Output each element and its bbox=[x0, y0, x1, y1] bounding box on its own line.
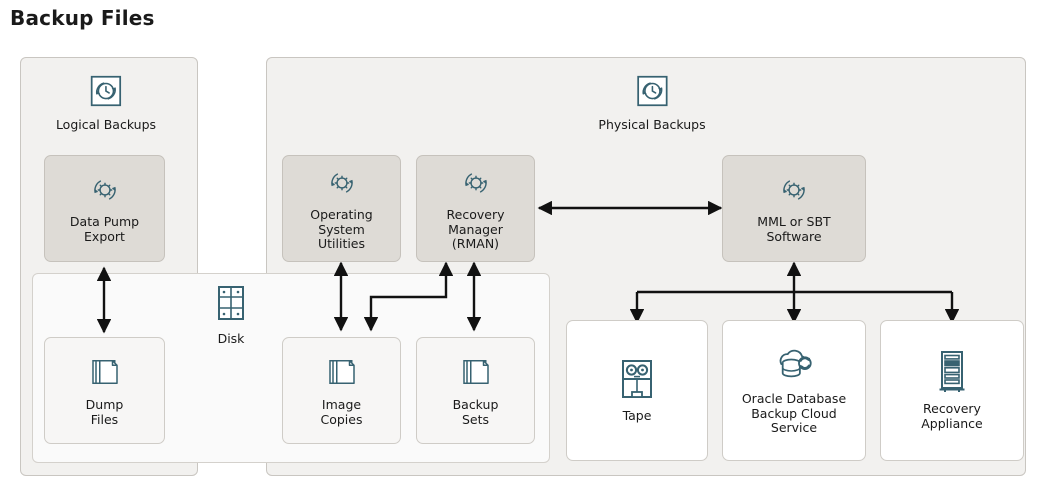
node-dump-files[interactable]: Dump Files bbox=[44, 337, 165, 444]
node-mml-or-sbt-software[interactable]: MML or SBT Software bbox=[722, 155, 866, 262]
gear-refresh-icon bbox=[88, 173, 122, 211]
node-label-line1: Recovery bbox=[923, 401, 981, 417]
clock-refresh-icon bbox=[633, 72, 671, 114]
node-label-line3: Service bbox=[770, 420, 818, 435]
node-label-line1: Operating bbox=[310, 207, 373, 222]
clock-refresh-icon bbox=[87, 72, 125, 114]
node-label-line1: Recovery bbox=[446, 207, 505, 222]
node-oracle-database-backup-cloud-service[interactable]: Oracle Database Backup Cloud Service bbox=[722, 320, 866, 461]
cloud-database-icon bbox=[772, 346, 816, 388]
node-label-line2: Export bbox=[84, 228, 125, 244]
node-label-line2: Appliance bbox=[921, 415, 983, 431]
node-label-line3: Utilities bbox=[317, 236, 366, 251]
logical-backups-label: Logical Backups bbox=[55, 117, 157, 132]
node-recovery-manager-rman[interactable]: Recovery Manager (RMAN) bbox=[416, 155, 535, 262]
node-data-pump-export[interactable]: Data Pump Export bbox=[44, 155, 165, 262]
node-recovery-appliance[interactable]: Recovery Appliance bbox=[880, 320, 1024, 461]
node-backup-sets[interactable]: Backup Sets bbox=[416, 337, 535, 444]
gear-refresh-icon bbox=[777, 173, 811, 211]
node-label-line1: Tape bbox=[622, 407, 652, 423]
node-label-line2: Software bbox=[766, 228, 822, 244]
node-label-line1: MML or SBT bbox=[757, 214, 831, 230]
logical-backups-header: Logical Backups bbox=[56, 72, 156, 132]
server-rack-icon bbox=[937, 350, 967, 398]
node-label-line1: Image bbox=[321, 397, 362, 413]
node-image-copies[interactable]: Image Copies bbox=[282, 337, 401, 444]
physical-backups-header: Physical Backups bbox=[598, 72, 706, 132]
node-label-line2: Files bbox=[90, 411, 119, 427]
node-operating-system-utilities[interactable]: Operating System Utilities bbox=[282, 155, 401, 262]
disk-header: Disk bbox=[216, 284, 246, 346]
node-label-line2: Manager bbox=[448, 221, 503, 237]
node-label-line1: Backup bbox=[452, 397, 499, 413]
documents-stack-icon bbox=[458, 354, 494, 394]
node-label-line2: System bbox=[318, 221, 365, 237]
node-label-line1: Data Pump bbox=[69, 214, 140, 230]
page-title: Backup Files bbox=[10, 6, 155, 30]
disk-label: Disk bbox=[217, 331, 245, 346]
tape-drive-icon bbox=[620, 358, 654, 404]
gear-refresh-icon bbox=[325, 166, 359, 204]
node-label-line1: Dump bbox=[85, 397, 124, 413]
node-label-line1: Oracle Database bbox=[741, 391, 847, 406]
disk-icon bbox=[216, 284, 246, 328]
documents-stack-icon bbox=[324, 354, 360, 394]
node-label-line3: (RMAN) bbox=[451, 236, 500, 251]
node-label-line2: Copies bbox=[320, 411, 363, 427]
gear-refresh-icon bbox=[459, 166, 493, 204]
documents-stack-icon bbox=[87, 354, 123, 394]
node-label-line2: Backup Cloud bbox=[751, 405, 837, 421]
node-label-line2: Sets bbox=[461, 411, 490, 427]
physical-backups-label: Physical Backups bbox=[598, 117, 706, 132]
node-tape[interactable]: Tape bbox=[566, 320, 708, 461]
